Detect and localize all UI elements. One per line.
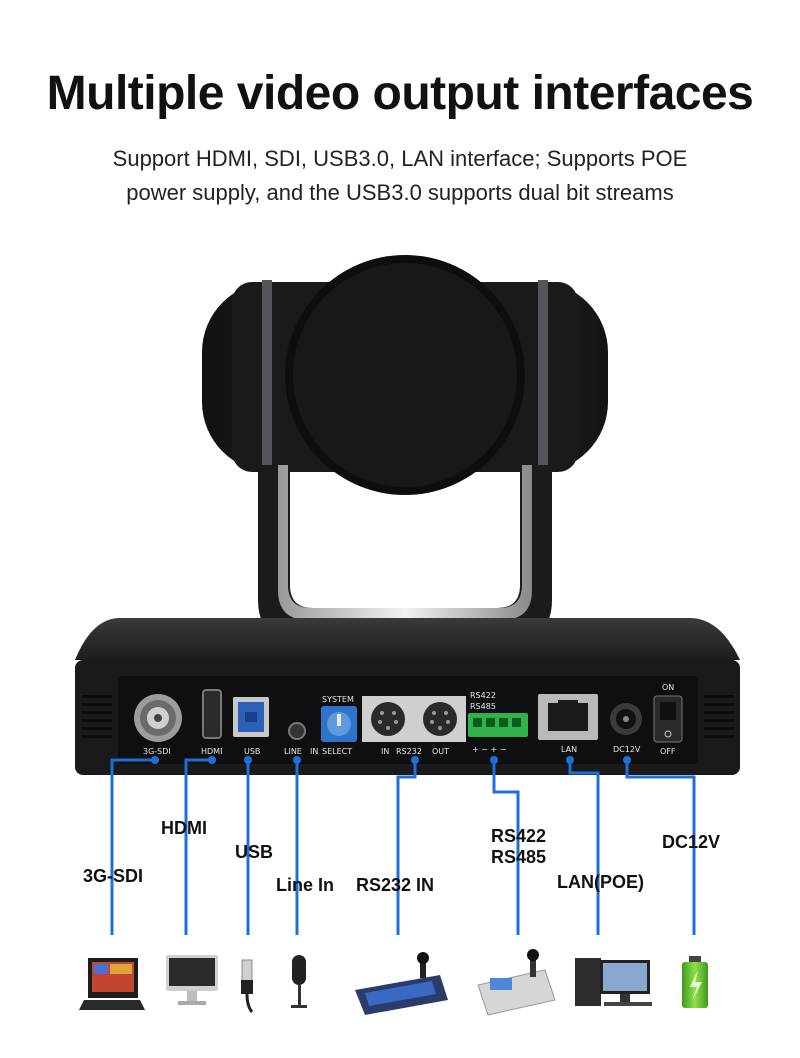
page-title: Multiple video output interfaces xyxy=(46,67,754,120)
base-top xyxy=(75,618,740,660)
mark-system: SYSTEM xyxy=(322,695,354,704)
subtitle-line-1: Support HDMI, SDI, USB3.0, LAN interface… xyxy=(112,146,688,171)
rs232-ports xyxy=(362,696,466,742)
line-in-jack xyxy=(288,722,306,740)
label-hdmi: HDMI xyxy=(161,818,207,838)
subtitle-line-2: power supply, and the USB3.0 supports du… xyxy=(126,180,674,205)
label-lan-poe: LAN(POE) xyxy=(557,872,644,892)
joystick-controller-icon xyxy=(477,949,556,1016)
label-line-in: Line In xyxy=(276,875,334,895)
mark-rs232-out: OUT xyxy=(432,747,449,756)
mark-select: SELECT xyxy=(322,747,352,756)
mark-terminal-polarity: + − + − xyxy=(472,745,506,754)
side-vents xyxy=(82,695,734,738)
label-dc12v: DC12V xyxy=(662,832,721,852)
mark-line: LINE xyxy=(284,747,302,756)
system-select-dial xyxy=(321,706,357,742)
monitor-icon xyxy=(166,955,218,1005)
mark-off: OFF xyxy=(660,747,676,756)
camera-head xyxy=(202,255,608,495)
microphone-icon xyxy=(291,955,307,1008)
mark-rs485: RS485 xyxy=(470,702,496,711)
mark-sdi: 3G-SDI xyxy=(143,747,171,756)
desktop-pc-icon xyxy=(575,958,652,1006)
label-rs422: RS422 xyxy=(491,826,547,846)
video-switcher-icon xyxy=(79,958,145,1010)
panel-markings: 3G-SDI HDMI USB LINE IN SYSTEM SELECT IN… xyxy=(143,683,676,756)
sdi-port xyxy=(134,694,182,742)
mark-rs422: RS422 xyxy=(470,691,496,700)
mark-rs232-in: IN xyxy=(381,747,389,756)
label-rs485: RS485 xyxy=(491,847,547,867)
power-switch xyxy=(653,695,683,743)
connector-dots xyxy=(151,756,631,764)
ptz-keyboard-controller-icon xyxy=(355,952,448,1015)
mark-lan: LAN xyxy=(561,745,577,754)
mark-in: IN xyxy=(310,747,318,756)
mark-rs232: RS232 xyxy=(396,747,422,756)
mark-usb: USB xyxy=(244,747,260,756)
usb-port xyxy=(233,697,269,737)
label-3g-sdi: 3G-SDI xyxy=(83,866,144,886)
battery-icon xyxy=(682,956,708,1008)
lan-port xyxy=(538,694,598,740)
rs422-rs485-terminal xyxy=(468,713,528,737)
dc-power-jack xyxy=(610,703,642,735)
usb-cable-icon xyxy=(241,959,254,1013)
label-usb: USB xyxy=(235,842,274,862)
hdmi-port xyxy=(202,689,222,739)
mark-on: ON xyxy=(662,683,674,692)
mark-dc12v: DC12V xyxy=(613,745,641,754)
label-rs232-in: RS232 IN xyxy=(356,875,435,895)
mark-hdmi: HDMI xyxy=(201,747,222,756)
connector-lines xyxy=(110,758,696,935)
